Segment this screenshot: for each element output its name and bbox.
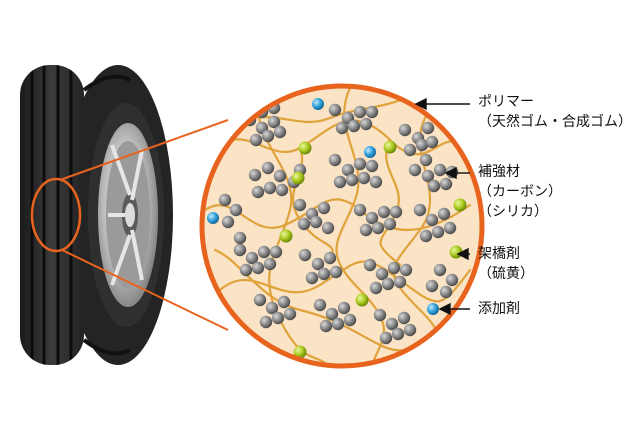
additive-particles	[207, 98, 439, 315]
filler-clusters	[218, 101, 459, 345]
label-polymer: ポリマー （天然ゴム・合成ゴム）	[478, 92, 632, 132]
label-filler-carbon: （カーボン）	[478, 184, 562, 200]
filler-arrowhead	[444, 166, 457, 180]
magnified-circle-border	[199, 83, 485, 369]
crosslinker-arrowhead	[456, 247, 469, 261]
tire-illustration	[20, 65, 173, 365]
wheel-rim	[98, 123, 158, 307]
label-filler: 補強材 （カーボン） （シリカ）	[478, 162, 562, 222]
label-polymer-title: ポリマー	[478, 94, 534, 110]
zoom-connector-top	[59, 119, 229, 181]
crosslink-nodes	[279, 140, 467, 359]
label-additive: 添加剤	[478, 299, 520, 319]
polymer-arrowhead	[414, 97, 427, 111]
label-crosslinker-detail: （硫黄）	[478, 266, 534, 282]
label-crosslinker-title: 架橋剤	[478, 246, 520, 262]
tire-tread	[20, 65, 84, 365]
zoom-connector-bottom	[61, 249, 229, 331]
zoom-source-marker	[30, 177, 82, 253]
label-additive-title: 添加剤	[478, 301, 520, 317]
additive-arrowhead	[438, 302, 451, 316]
label-filler-silica: （シリカ）	[478, 204, 548, 220]
label-crosslinker: 架橋剤 （硫黄）	[478, 244, 534, 284]
label-polymer-detail: （天然ゴム・合成ゴム）	[478, 114, 632, 130]
label-filler-title: 補強材	[478, 164, 520, 180]
